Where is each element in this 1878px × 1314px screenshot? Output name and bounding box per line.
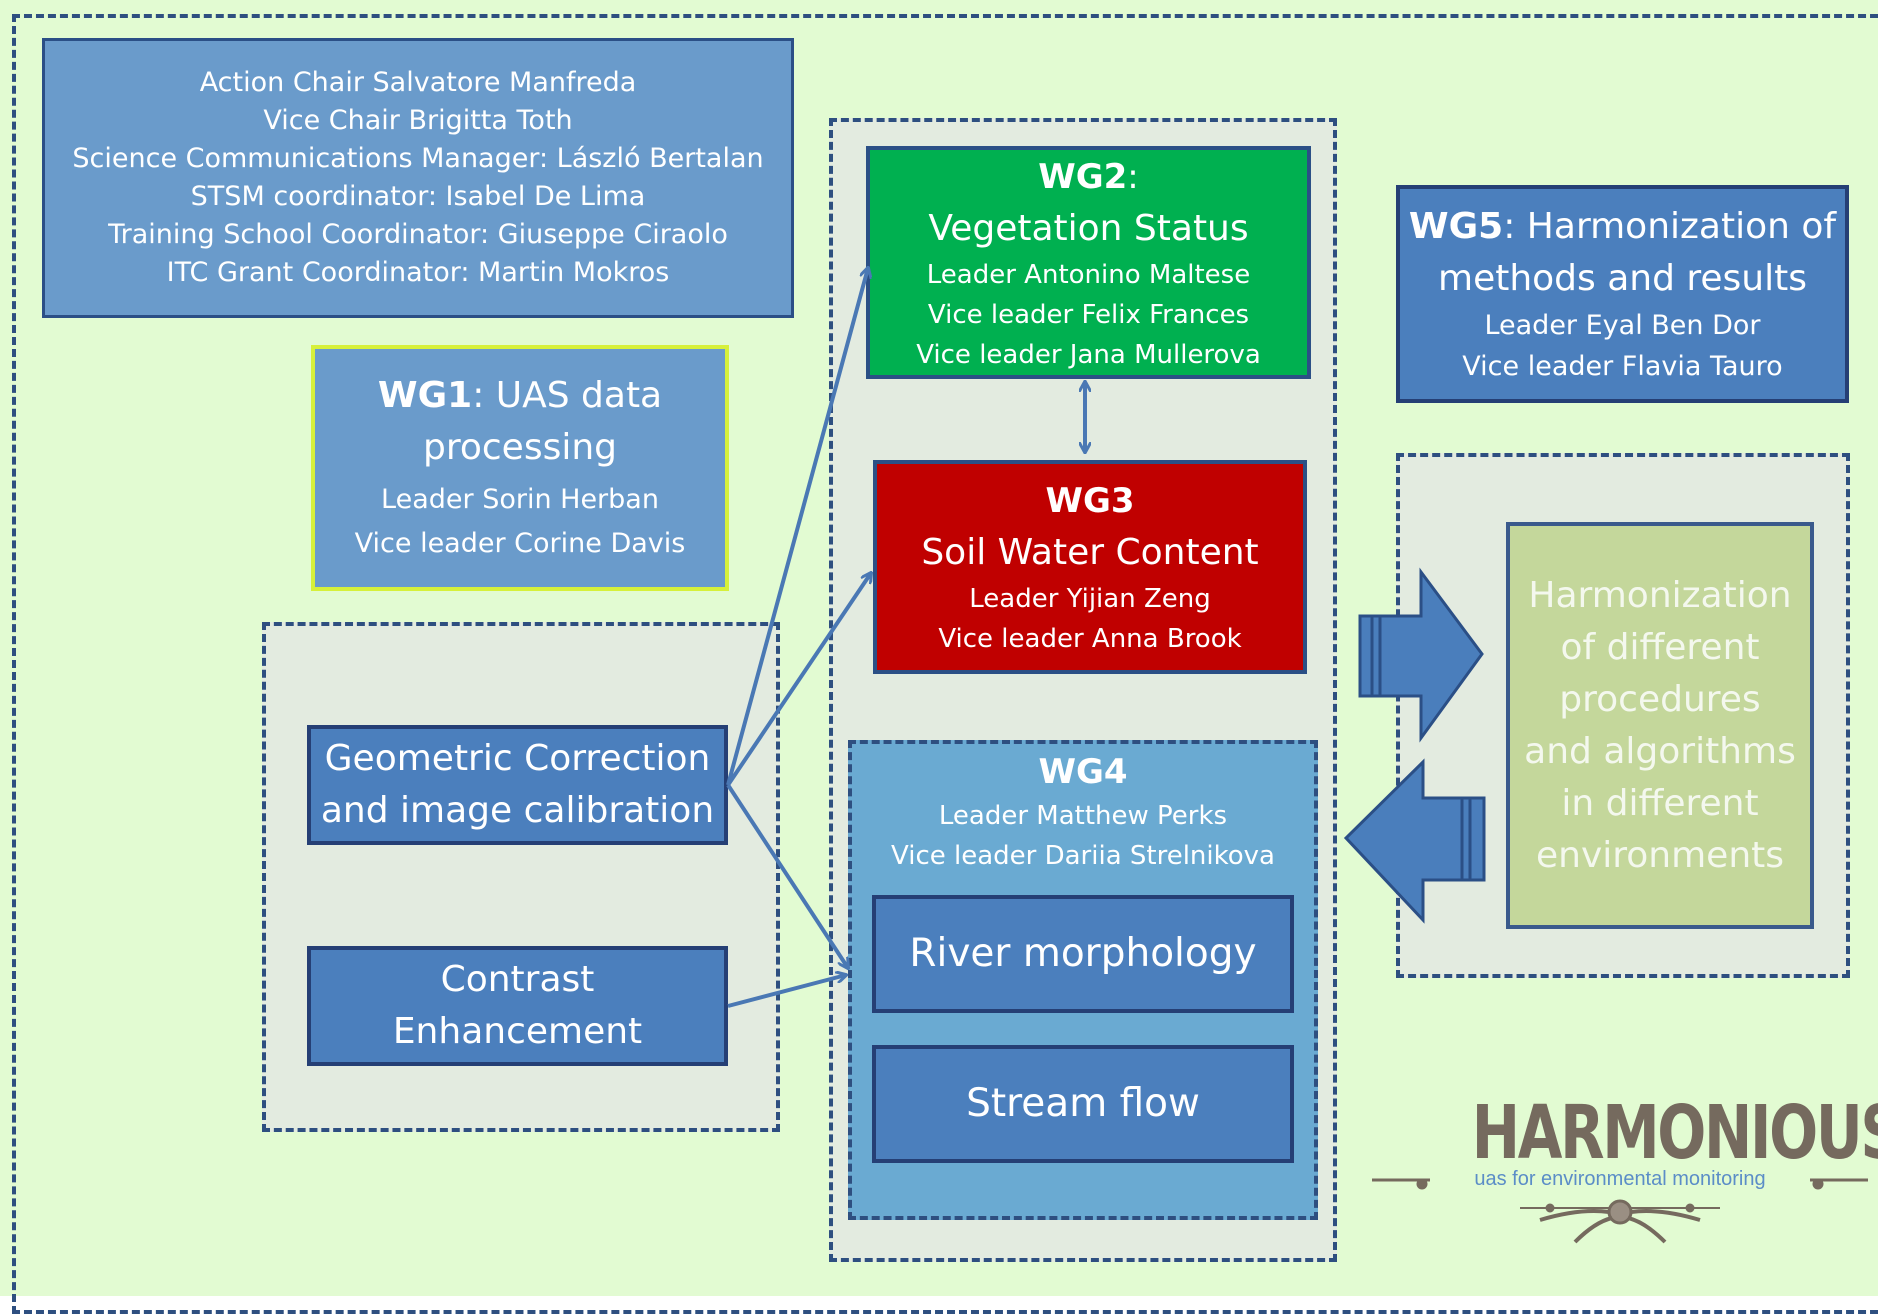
wg1-vice-leader: Vice leader Corine Davis	[354, 528, 686, 559]
contrast-enhancement-line2: Enhancement	[392, 1011, 643, 1052]
stream-flow-box: Stream flow	[872, 1045, 1294, 1163]
geometric-correction-line2: and image calibration	[320, 790, 715, 831]
arrow-geometric-to-wg3	[726, 573, 871, 787]
training-school-coordinator-text: Training School Coordinator: Giuseppe Ci…	[108, 219, 728, 250]
arrow-contrast-to-wg4	[727, 975, 846, 1008]
wg2-vice-leader-2: Vice leader Jana Mullerova	[916, 339, 1261, 370]
wg1-leader: Leader Sorin Herban	[381, 484, 659, 515]
wg3-title: Soil Water Content	[921, 532, 1259, 573]
arrow-geometric-to-wg2	[726, 268, 868, 786]
arrow-geometric-to-wg4	[726, 783, 848, 968]
wg2-box: WG2: Vegetation Status Leader Antonino M…	[866, 146, 1311, 379]
wg5-code: WG5	[1408, 206, 1504, 247]
stsm-coordinator-text: STSM coordinator: Isabel De Lima	[190, 181, 646, 212]
wg5-box: WG5: Harmonization of methods and result…	[1396, 185, 1849, 403]
geometric-correction-line1: Geometric Correction	[324, 738, 711, 779]
wg1-box: WG1: UAS data processing Leader Sorin He…	[311, 345, 729, 591]
contrast-enhancement-line1: Contrast	[440, 959, 595, 1000]
wg4-header: WG4 Leader Matthew Perks Vice leader Dar…	[852, 748, 1314, 878]
wg1-title: WG1: UAS data	[378, 370, 662, 422]
block-arrow-left	[1343, 758, 1486, 924]
wg3-box: WG3 Soil Water Content Leader Yijian Zen…	[873, 460, 1307, 674]
wg5-title-line2: methods and results	[1438, 258, 1807, 299]
wg5-leader: Leader Eyal Ben Dor	[1484, 310, 1761, 341]
geometric-correction-box: Geometric Correction and image calibrati…	[307, 725, 728, 845]
wg1-title-rest: : UAS data	[472, 375, 663, 416]
wg3-vice-leader: Vice leader Anna Brook	[938, 624, 1242, 654]
harmonization-line-2: of different	[1560, 626, 1760, 668]
harmonization-line-4: and algorithms	[1524, 730, 1796, 772]
wg2-vice-leader-1: Vice leader Felix Frances	[927, 299, 1250, 330]
wg4-leader: Leader Matthew Perks	[938, 801, 1228, 831]
stream-flow-label: Stream flow	[966, 1081, 1200, 1126]
harmonization-line-6: environments	[1535, 834, 1785, 876]
harmonization-line-3: procedures	[1559, 678, 1761, 720]
wg2-code-text: WG2	[1038, 156, 1128, 197]
block-arrow-right	[1358, 567, 1484, 743]
wg4-vice-leader: Vice leader Dariia Strelnikova	[891, 841, 1275, 871]
wg5-vice-leader: Vice leader Flavia Tauro	[1462, 351, 1783, 382]
communications-manager-text: Science Communications Manager: László B…	[72, 143, 764, 174]
wg4-code: WG4	[1038, 752, 1128, 792]
governance-box: Action Chair Salvatore Manfreda Vice Cha…	[42, 38, 794, 318]
harmonization-box: Harmonization of different procedures an…	[1506, 522, 1814, 929]
river-morphology-box: River morphology	[872, 895, 1294, 1013]
wg3-leader: Leader Yijian Zeng	[969, 584, 1211, 614]
wg3-code: WG3	[1045, 481, 1135, 521]
action-chair-text: Action Chair Salvatore Manfreda	[199, 67, 637, 98]
logo-subtitle: uas for environmental monitoring	[1474, 1168, 1766, 1190]
vice-chair-text: Vice Chair Brigitta Toth	[263, 105, 573, 136]
wg5-title-rest: : Harmonization of	[1503, 206, 1837, 247]
wg2-leader: Leader Antonino Maltese	[926, 259, 1251, 290]
harmonization-line-1: Harmonization	[1528, 574, 1792, 616]
logo-drone-icon	[1372, 1178, 1868, 1244]
itc-grant-coordinator-text: ITC Grant Coordinator: Martin Mokros	[166, 257, 670, 288]
wg1-code: WG1	[377, 375, 473, 416]
harmonious-logo: HARMONIOUS uas for environmental monitor…	[1370, 1090, 1878, 1250]
wg5-title: WG5: Harmonization of	[1409, 201, 1836, 253]
river-morphology-label: River morphology	[909, 931, 1257, 976]
contrast-enhancement-box: Contrast Enhancement	[307, 946, 728, 1066]
wg2-code: WG2:	[1038, 151, 1139, 203]
wg2-title: Vegetation Status	[928, 207, 1249, 249]
wg1-title-line2: processing	[422, 427, 617, 468]
harmonization-line-5: in different	[1561, 782, 1759, 824]
wg2-code-suffix: :	[1127, 156, 1139, 197]
